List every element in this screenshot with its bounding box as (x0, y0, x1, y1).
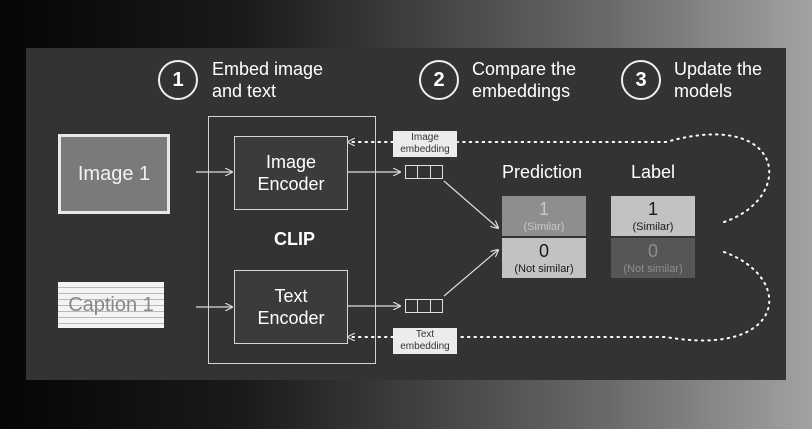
connector-lines (196, 133, 771, 342)
text-embedding-to-prediction-arrow (443, 250, 498, 297)
label-cell-not-similar: 0 (Not similar) (611, 238, 695, 278)
text-encoder-line2: Encoder (257, 308, 325, 328)
prediction-not-similar-caption: (Not similar) (514, 263, 574, 275)
prediction-title: Prediction (502, 162, 583, 182)
step-2-line1: Compare the (472, 59, 577, 79)
prediction-cell-similar: 1 (Similar) (502, 196, 586, 236)
image-embedding-tag: Image embedding (393, 131, 457, 157)
prediction-cell-not-similar: 0 (Not similar) (502, 238, 586, 278)
image-embedding-line1: Image (411, 132, 439, 143)
text-embedding-line1: Text (415, 329, 435, 340)
label-similar-caption: (Similar) (632, 221, 674, 233)
step-1-line1: Embed image (212, 59, 324, 79)
update-loop-upper (457, 133, 771, 223)
image-embedding-line2: embedding (400, 144, 450, 155)
label-cell-similar: 1 (Similar) (611, 196, 695, 236)
text-embedding-line2: embedding (400, 341, 450, 352)
step-1-badge: 1 (158, 60, 198, 100)
step-2-badge: 2 (419, 60, 459, 100)
label-similar-value: 1 (647, 199, 658, 219)
diagram-panel: 1 Embed image and text 2 Compare the emb… (26, 48, 786, 380)
clip-label: CLIP (274, 229, 316, 249)
image-encoder-line2: Encoder (257, 174, 325, 194)
step-3-text: Update the models (674, 58, 762, 102)
step-3-line2: models (674, 81, 733, 101)
input-image: Image 1 (58, 134, 170, 214)
step-1-text: Embed image and text (212, 58, 323, 102)
update-loop-lower (457, 251, 771, 342)
prediction-similar-value: 1 (538, 199, 549, 219)
image-encoder-line1: Image (265, 152, 316, 172)
clip-model-box (208, 116, 376, 364)
image-embedding-to-prediction-arrow (443, 180, 498, 228)
step-2-text: Compare the embeddings (472, 58, 576, 102)
step-3-line1: Update the (674, 59, 763, 79)
label-not-similar-value: 0 (647, 241, 658, 261)
input-caption: Caption 1 (58, 282, 164, 328)
text-encoder: Text Encoder (234, 270, 348, 344)
prediction-similar-caption: (Similar) (523, 221, 565, 233)
step-1-line2: and text (212, 81, 277, 101)
text-embedding-tag: Text embedding (393, 328, 457, 354)
step-2-line2: embeddings (472, 81, 571, 101)
text-embedding-vector (405, 299, 443, 313)
image-embedding-vector (405, 165, 443, 179)
label-not-similar-caption: (Not similar) (623, 263, 683, 275)
label-title: Label (631, 162, 676, 182)
step-3-badge: 3 (621, 60, 661, 100)
text-encoder-line1: Text (274, 286, 308, 306)
prediction-not-similar-value: 0 (538, 241, 549, 261)
image-encoder: Image Encoder (234, 136, 348, 210)
